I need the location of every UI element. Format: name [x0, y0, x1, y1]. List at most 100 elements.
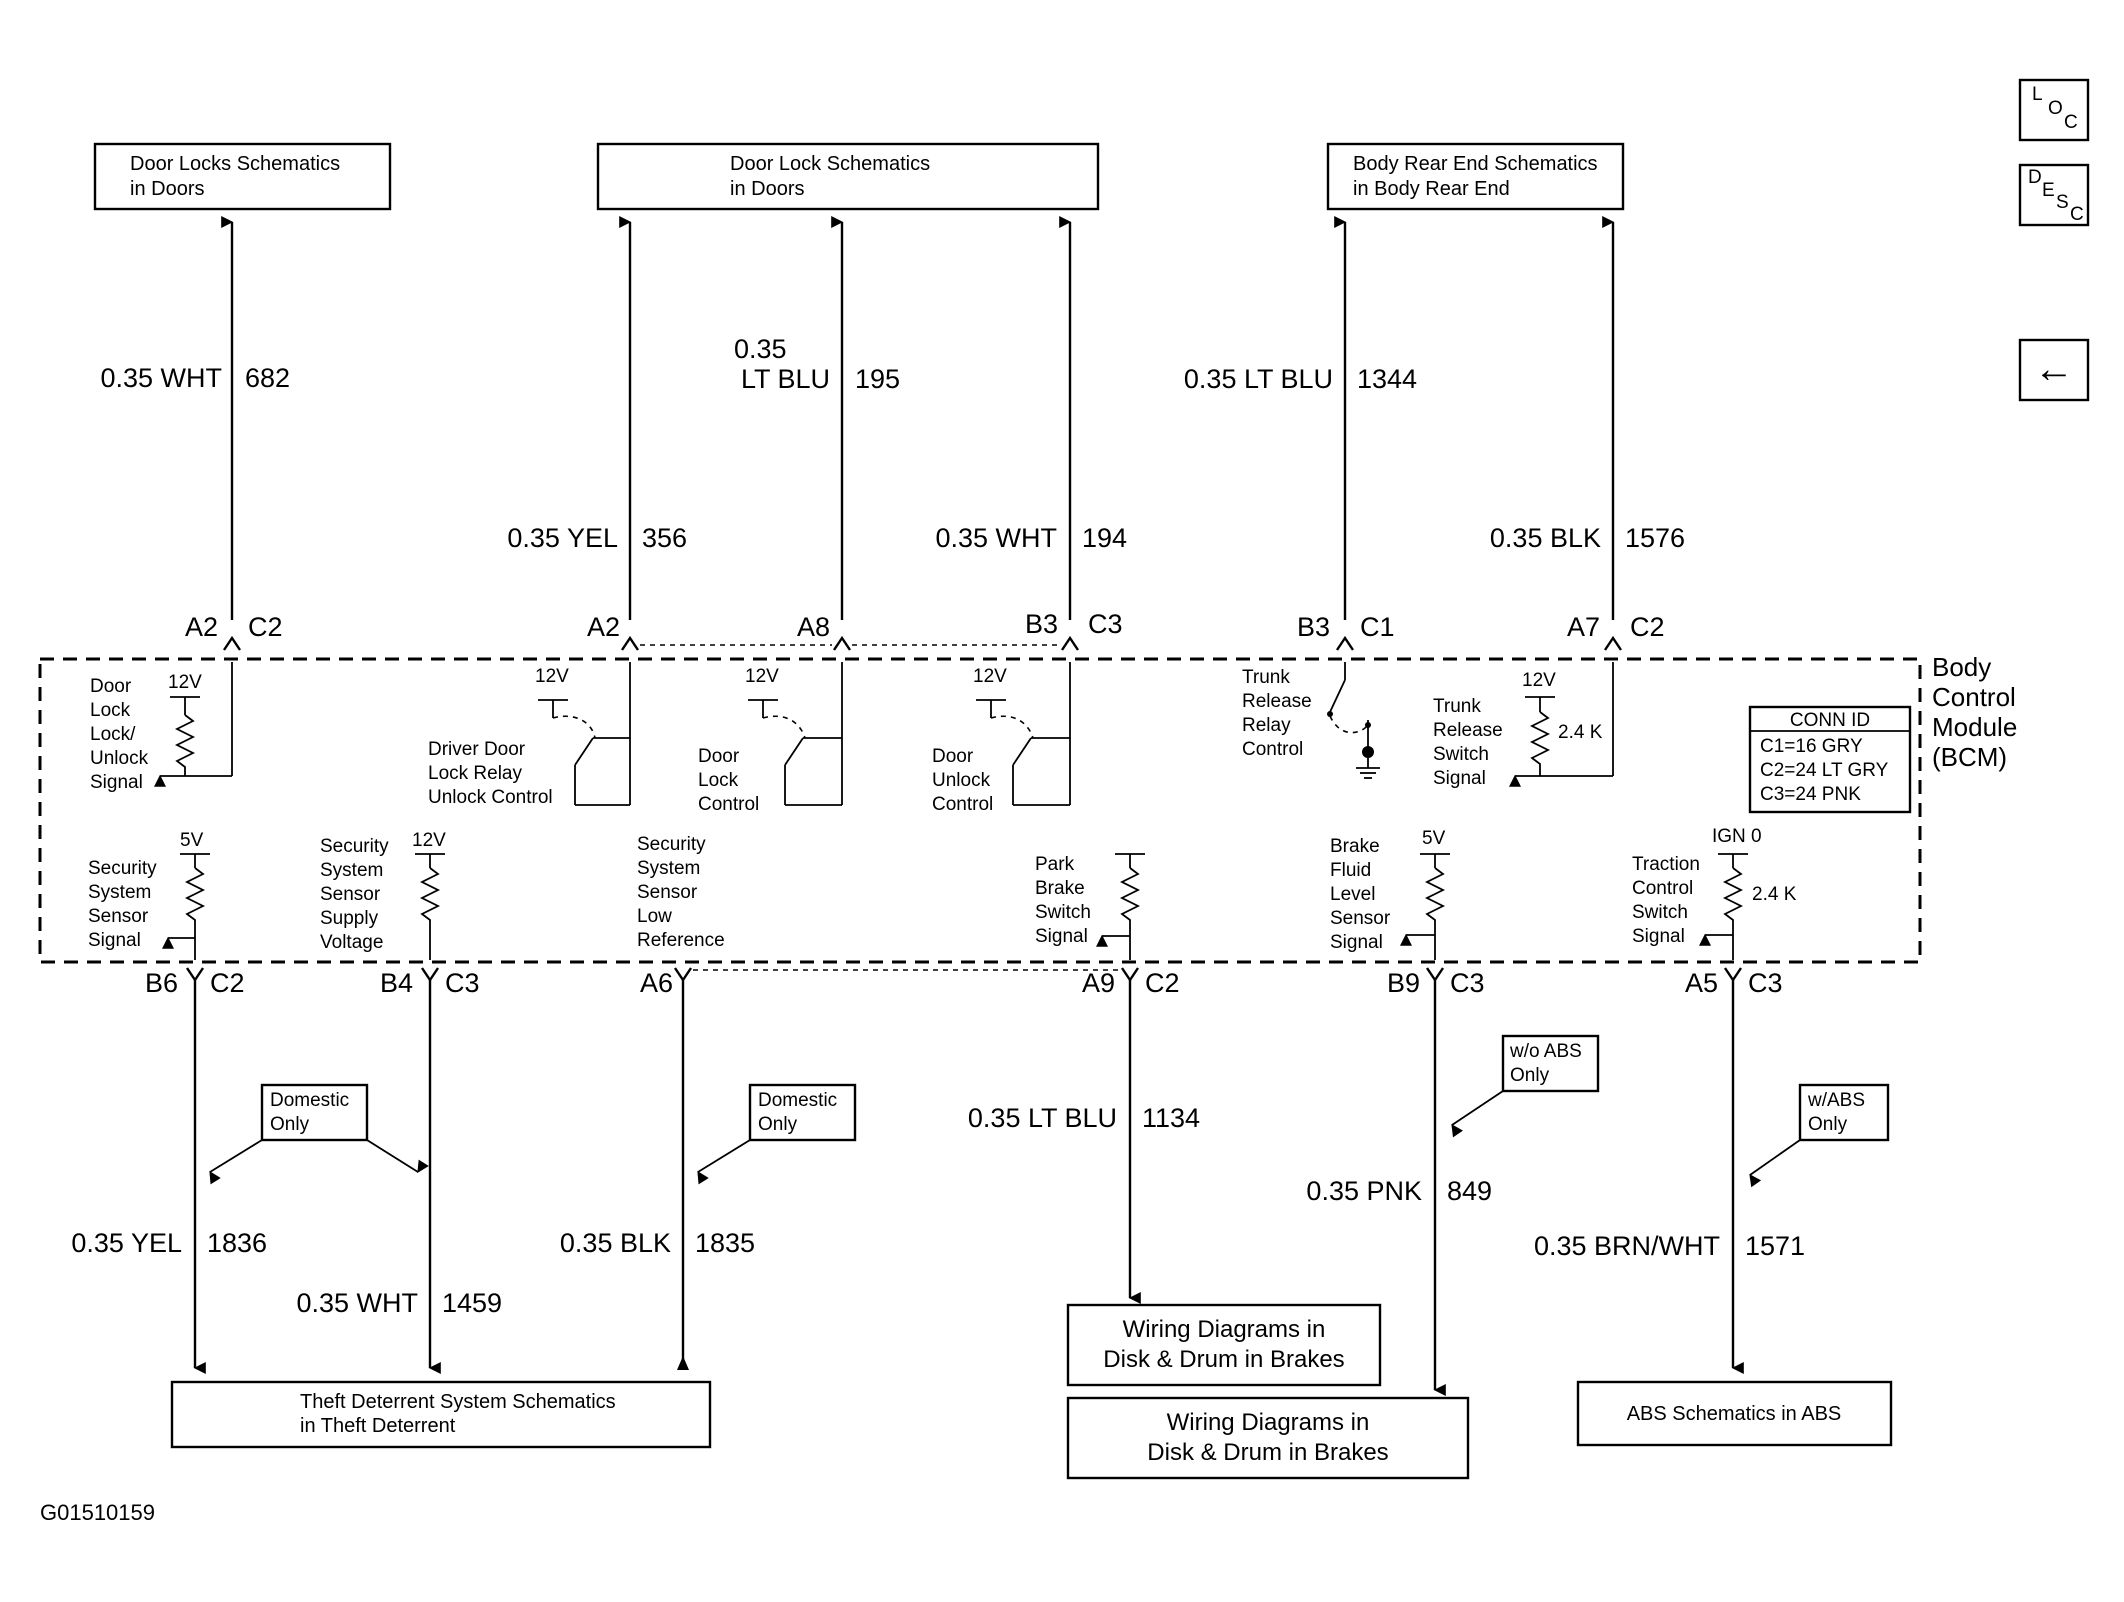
- bcm-title-line: (BCM): [1932, 742, 2007, 772]
- resistor-label: 2.4 K: [1752, 884, 1797, 905]
- circuit-label: Door: [698, 746, 740, 767]
- circuit-label: Lock: [698, 770, 739, 791]
- note-line: Domestic: [758, 1090, 837, 1111]
- circuit-label: Fluid: [1330, 860, 1371, 881]
- note-line: Only: [1510, 1065, 1550, 1086]
- note-wo-abs-only: w/o ABS Only: [1451, 1034, 1600, 1138]
- supply-label: 5V: [180, 830, 204, 851]
- circuit-label: Signal: [1035, 926, 1088, 947]
- note-line: Only: [758, 1114, 798, 1135]
- circuit-park-brake-switch: Park Brake Switch Signal: [1035, 853, 1145, 960]
- box-line: Wiring Diagrams in: [1167, 1409, 1370, 1436]
- circuit-label: Sensor: [637, 882, 698, 903]
- circuit-security-sensor-supply: Security System Sensor Supply Voltage 12…: [320, 830, 446, 960]
- top-wire-1576: 0.35 BLK 1576 A7 C2: [1490, 216, 1685, 651]
- circuit-number: 1134: [1142, 1103, 1200, 1133]
- top-box-door-locks[interactable]: Door Locks Schematics in Doors: [93, 142, 392, 211]
- bottom-wire-1571: A5 C3 0.35 BRN/WHT 1571: [1534, 967, 1805, 1374]
- circuit-label: Reference: [637, 930, 725, 951]
- circuit-label: Signal: [1433, 768, 1486, 789]
- pin-label: A6: [640, 968, 673, 998]
- note-domestic-only-2: Domestic Only: [697, 1083, 857, 1185]
- circuit-label: Switch: [1433, 744, 1489, 765]
- circuit-label: Security: [320, 836, 389, 857]
- supply-label: 12V: [973, 666, 1007, 687]
- note-line: Only: [1808, 1114, 1848, 1135]
- top-wire-356: 0.35 YEL 356 A2: [507, 216, 687, 651]
- circuit-number: 1344: [1357, 364, 1417, 394]
- circuit-label: Signal: [90, 772, 143, 793]
- connector-label: C3: [445, 968, 480, 998]
- back-button[interactable]: ←: [2018, 338, 2090, 402]
- box-line: Disk & Drum in Brakes: [1147, 1439, 1388, 1466]
- note-line: w/ABS: [1807, 1090, 1865, 1111]
- desc-letter: C: [2070, 204, 2084, 225]
- conn-id-row: C1=16 GRY: [1760, 736, 1863, 757]
- wire-color: LT BLU: [741, 364, 830, 394]
- circuit-label: Low: [637, 906, 672, 927]
- bottom-box-theft-deterrent[interactable]: Theft Deterrent System Schematics in The…: [170, 1380, 712, 1449]
- box-line: in Doors: [130, 178, 204, 200]
- top-box-door-lock[interactable]: Door Lock Schematics in Doors: [596, 142, 1100, 211]
- bottom-box-abs[interactable]: ABS Schematics in ABS: [1576, 1380, 1893, 1447]
- pin-label: B9: [1387, 968, 1420, 998]
- conn-id-table: CONN ID C1=16 GRY C2=24 LT GRY C3=24 PNK: [1748, 705, 1912, 814]
- loc-letter: C: [2064, 112, 2078, 133]
- circuit-door-unlock-control: Door Unlock Control 12V: [932, 662, 1071, 815]
- desc-letter: D: [2028, 167, 2042, 188]
- circuit-label: Driver Door: [428, 739, 526, 760]
- circuit-label: Control: [1632, 878, 1693, 899]
- box-line: Wiring Diagrams in: [1123, 1316, 1326, 1343]
- conn-id-row: C3=24 PNK: [1760, 784, 1861, 805]
- circuit-label: Level: [1330, 884, 1375, 905]
- circuit-number: 195: [855, 364, 900, 394]
- circuit-label: Lock/: [90, 724, 136, 745]
- circuit-brake-fluid-sensor: Brake Fluid Level Sensor Signal 5V: [1330, 828, 1450, 960]
- circuit-label: Control: [698, 794, 759, 815]
- box-line: Theft Deterrent System Schematics: [300, 1391, 616, 1413]
- circuit-label: Release: [1242, 691, 1312, 712]
- circuit-label: Release: [1433, 720, 1503, 741]
- box-line: Body Rear End Schematics: [1353, 153, 1598, 175]
- resistor-label: 2.4 K: [1558, 722, 1603, 743]
- bcm-title-line: Control: [1932, 682, 2016, 712]
- box-line: Door Lock Schematics: [730, 153, 930, 175]
- supply-label: 12V: [745, 666, 779, 687]
- pin-label: B3: [1025, 609, 1058, 639]
- circuit-label: Signal: [1330, 932, 1383, 953]
- bcm-boundary: [38, 657, 1922, 964]
- box-line: in Doors: [730, 178, 804, 200]
- box-line: in Body Rear End: [1353, 178, 1510, 200]
- circuit-label: System: [88, 882, 151, 903]
- loc-button[interactable]: L O C: [2018, 78, 2090, 142]
- bottom-box-wiring-diagrams-2[interactable]: Wiring Diagrams in Disk & Drum in Brakes: [1066, 1396, 1470, 1480]
- pin-label: A5: [1685, 968, 1718, 998]
- box-line: Disk & Drum in Brakes: [1103, 1346, 1344, 1373]
- connector-label: C2: [1630, 612, 1665, 642]
- circuit-number: 1459: [442, 1288, 502, 1318]
- circuit-number: 682: [245, 363, 290, 393]
- figure-id: G01510159: [40, 1500, 155, 1525]
- desc-button[interactable]: D E S C: [2018, 163, 2090, 227]
- top-box-body-rear-end[interactable]: Body Rear End Schematics in Body Rear En…: [1326, 142, 1625, 211]
- supply-label: IGN 0: [1712, 826, 1762, 847]
- circuit-label: Voltage: [320, 932, 383, 953]
- connector-label: C3: [1748, 968, 1783, 998]
- top-wire-682: 0.35 WHT 682 A2 C2: [100, 216, 290, 651]
- desc-letter: E: [2042, 180, 2055, 201]
- circuit-label: Unlock: [90, 748, 149, 769]
- circuit-number: 849: [1447, 1176, 1492, 1206]
- circuit-door-lock-signal: Door Lock Lock/ Unlock Signal 12V: [90, 662, 233, 793]
- note-line: Domestic: [270, 1090, 349, 1111]
- connector-label: C2: [210, 968, 245, 998]
- bottom-box-wiring-diagrams-1[interactable]: Wiring Diagrams in Disk & Drum in Brakes: [1066, 1303, 1382, 1387]
- circuit-label: Sensor: [320, 884, 381, 905]
- circuit-number: 1836: [207, 1228, 267, 1258]
- connector-label: C3: [1088, 609, 1123, 639]
- loc-letter: L: [2032, 84, 2043, 105]
- circuit-label: Security: [88, 858, 157, 879]
- circuit-label: Signal: [88, 930, 141, 951]
- top-wire-1344: 0.35 LT BLU 1344 B3 C1: [1184, 216, 1417, 651]
- circuit-label: Brake: [1035, 878, 1085, 899]
